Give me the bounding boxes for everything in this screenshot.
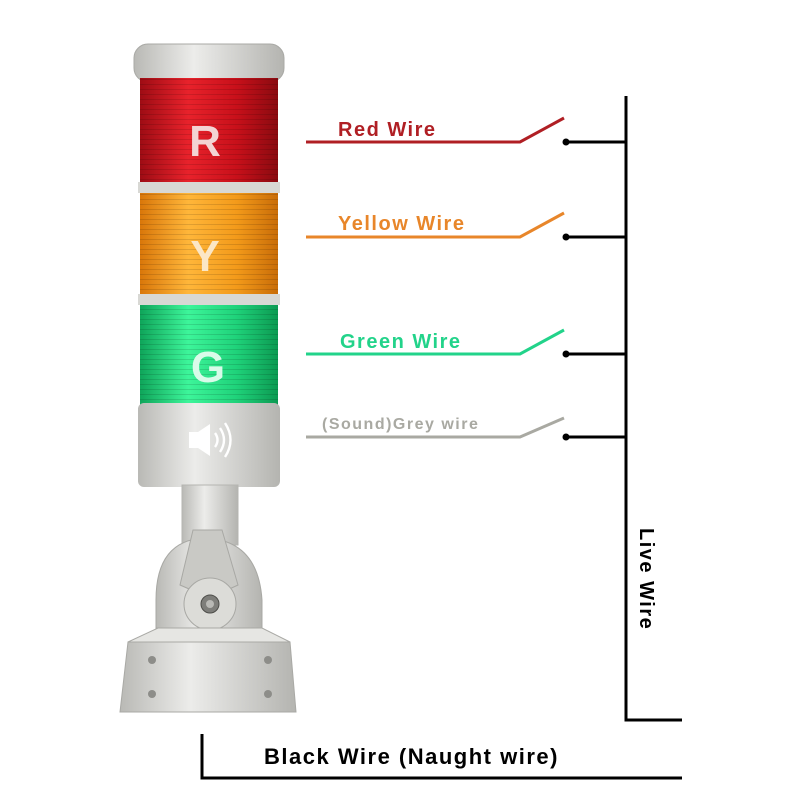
base-plate-top: [127, 627, 291, 643]
base-plate: [119, 641, 297, 713]
black-wire: Black Wire (Naught wire): [200, 734, 682, 780]
green-segment-letter: G: [191, 343, 225, 392]
live-wire: Live Wire: [624, 96, 682, 722]
grey-wire-line: [306, 416, 565, 439]
grey-wire-label: (Sound)Grey wire: [322, 416, 479, 433]
yellow-wire-label: Yellow Wire: [338, 213, 465, 235]
red-wire-label: Red Wire: [338, 119, 437, 141]
black-wire-label: Black Wire (Naught wire): [264, 744, 559, 769]
green-wire-line: [306, 328, 565, 356]
live-wire-line: [624, 96, 682, 722]
mount-hole: [264, 690, 272, 698]
yellow-segment-letter: Y: [190, 232, 219, 281]
green-wire: Green Wire: [306, 328, 626, 358]
tower-top-cap: [133, 43, 285, 83]
live-wire-label: Live Wire: [635, 528, 657, 630]
yellow-wire: Yellow Wire: [306, 211, 626, 241]
tower-light: R Y G: [119, 43, 297, 713]
segment-separator: [138, 294, 280, 305]
grey-wire: (Sound)Grey wire: [306, 416, 626, 441]
segment-separator: [138, 182, 280, 193]
black-wire-line: [200, 734, 682, 780]
yellow-wire-line: [306, 211, 565, 239]
mount-hole: [148, 656, 156, 664]
speaker-icon: [189, 422, 232, 458]
green-wire-label: Green Wire: [340, 331, 462, 353]
red-segment-letter: R: [189, 117, 221, 166]
red-wire: Red Wire: [306, 116, 626, 146]
red-wire-line: [306, 116, 565, 144]
mount-hole: [264, 656, 272, 664]
mount-hole: [148, 690, 156, 698]
